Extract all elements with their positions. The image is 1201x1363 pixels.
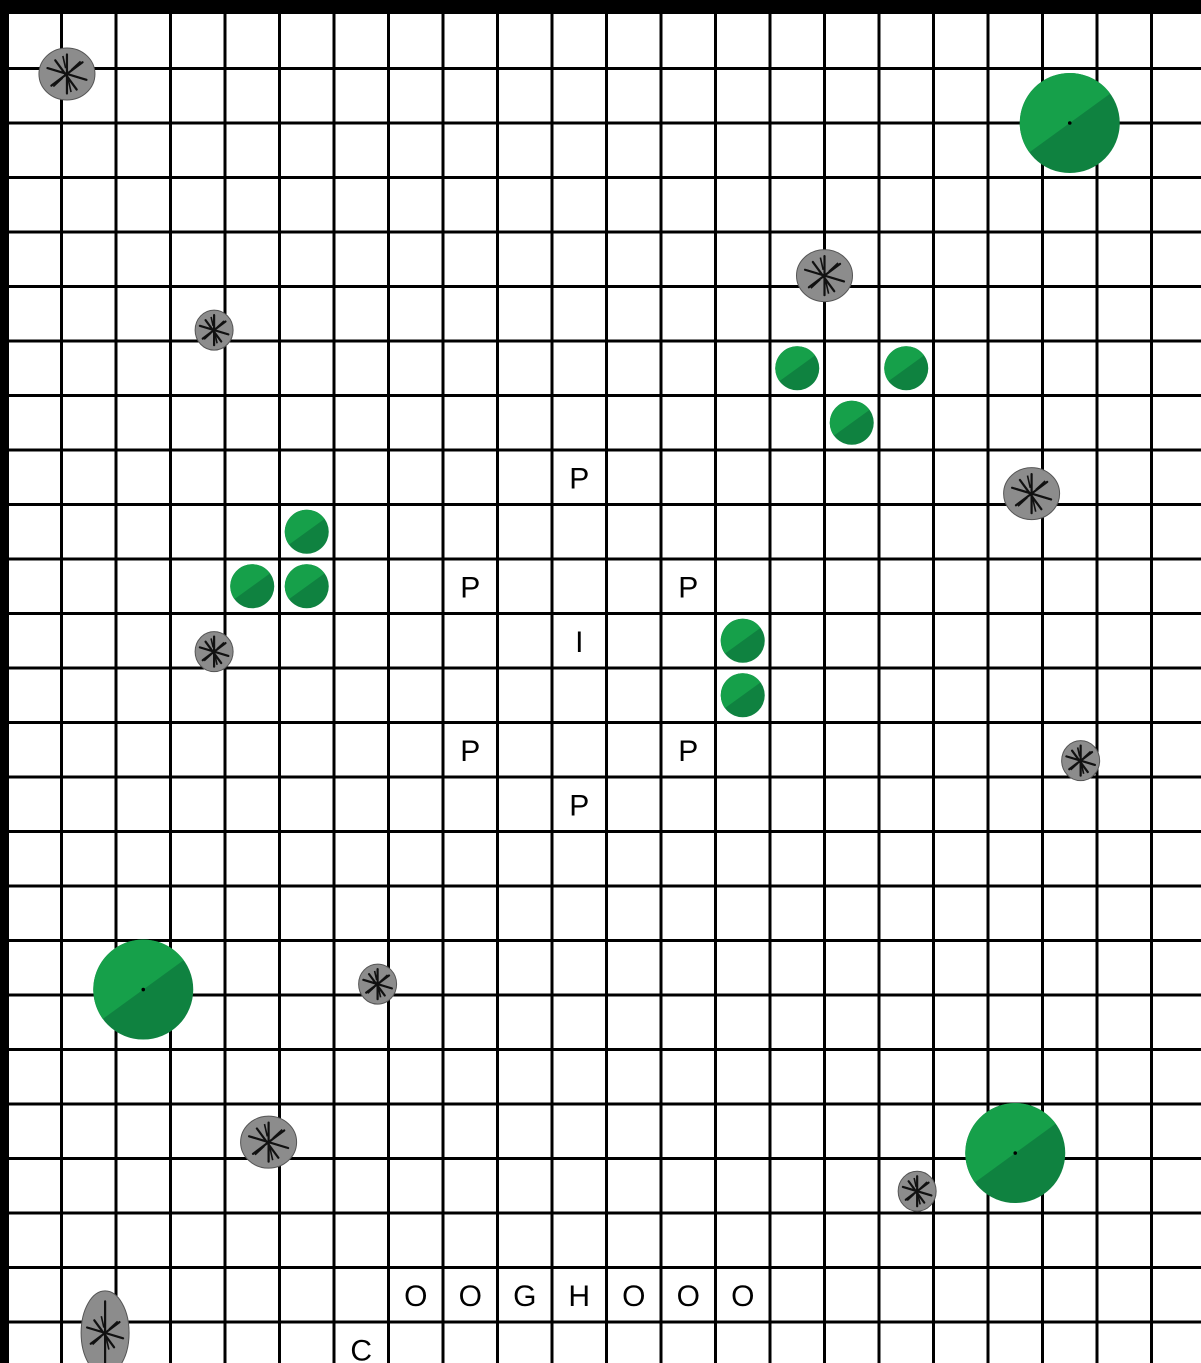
cell-letter-p[interactable]: P [678,571,698,604]
small-tree-icon[interactable] [285,510,329,554]
cell-letter-p[interactable]: P [569,789,589,822]
cell-letter-o[interactable]: O [677,1280,700,1313]
rock-icon[interactable] [241,1116,297,1168]
rock-icon[interactable] [1062,741,1100,781]
small-tree-icon[interactable] [721,673,765,717]
cell-letter-o[interactable]: O [622,1280,645,1313]
rock-icon[interactable] [39,48,95,100]
cell-letter-p[interactable]: P [569,462,589,495]
rock-icon[interactable] [359,964,397,1004]
small-tree-icon[interactable] [285,564,329,608]
large-tree-icon[interactable] [93,940,193,1040]
cell-letter-i[interactable]: I [575,626,583,659]
tree-trunk-dot [141,988,145,992]
rock-icon[interactable] [195,310,233,350]
cell-letter-h[interactable]: H [568,1280,590,1313]
cell-letter-o[interactable]: O [731,1280,754,1313]
rock-icon[interactable] [898,1171,936,1211]
small-tree-icon[interactable] [721,619,765,663]
cell-letter-g[interactable]: G [513,1280,536,1313]
small-tree-icon[interactable] [830,401,874,445]
board-frame-top [0,0,1201,14]
cell-letter-p[interactable]: P [678,735,698,768]
cell-letter-p[interactable]: P [460,571,480,604]
large-tree-icon[interactable] [965,1103,1065,1203]
large-tree-icon[interactable] [1020,73,1120,173]
board-frame-left [0,0,9,1363]
small-tree-icon[interactable] [884,346,928,390]
cell-letter-o[interactable]: O [404,1280,427,1313]
small-tree-icon[interactable] [775,346,819,390]
cell-letter-c[interactable]: C [350,1334,372,1363]
cell-letter-o[interactable]: O [459,1280,482,1313]
cell-letter-p[interactable]: P [460,735,480,768]
small-tree-icon[interactable] [230,564,274,608]
rock-icon[interactable] [1004,468,1060,520]
rock-icon[interactable] [797,250,853,302]
tree-trunk-dot [1013,1151,1017,1155]
rock-icon[interactable] [195,632,233,672]
tree-trunk-dot [1068,121,1072,125]
